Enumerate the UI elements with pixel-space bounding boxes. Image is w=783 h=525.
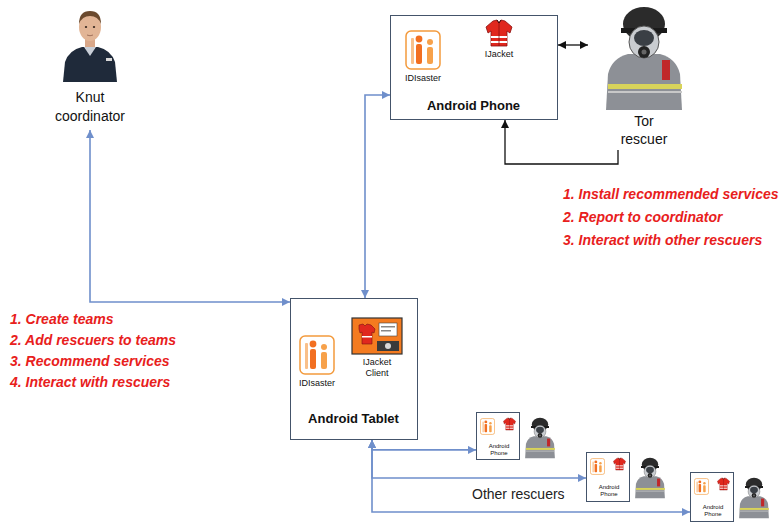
node-label: Android Phone <box>391 98 556 114</box>
icon <box>299 335 335 375</box>
node-label: IDIsaster <box>292 378 342 389</box>
task-item: 3. Recommend services <box>10 353 170 370</box>
connector <box>558 44 588 45</box>
icon <box>483 18 515 48</box>
node-label: Android Tablet <box>291 411 416 427</box>
connector <box>365 95 390 298</box>
icon <box>598 2 690 110</box>
connector <box>372 440 476 450</box>
person-figure: Knut coordinator <box>40 2 140 130</box>
icon <box>405 30 441 70</box>
node-label: Android Phone <box>483 443 515 457</box>
node-label: Tor rescuer <box>614 112 674 148</box>
icon <box>351 317 403 355</box>
rescuer-figure <box>736 474 772 520</box>
node-label: IJacket Client <box>355 357 399 379</box>
icon <box>612 457 627 471</box>
task-item: 1. Create teams <box>10 311 114 328</box>
icon <box>694 478 709 495</box>
rescuer-figure <box>632 454 668 500</box>
connector <box>505 120 618 164</box>
task-item: 3. Interact with other rescuers <box>563 232 762 249</box>
task-item: 4. Interact with rescuers <box>10 374 170 391</box>
task-item: 2. Add rescuers to teams <box>10 332 176 349</box>
icon <box>590 458 605 475</box>
node-label: IDIsaster <box>397 73 449 84</box>
task-item: 1. Install recommended services <box>563 186 779 203</box>
icon <box>480 418 495 435</box>
icon <box>60 2 120 82</box>
icon <box>716 477 731 491</box>
node-label: Android Phone <box>697 504 729 518</box>
group-label: Other rescuers <box>470 486 567 502</box>
node-label: IJacket <box>479 49 519 60</box>
task-item: 2. Report to coordinator <box>563 209 722 226</box>
phone-box: Android Phone <box>476 412 520 460</box>
connector <box>90 130 290 302</box>
person-figure: Tor rescuer <box>588 2 700 150</box>
phone-box: Android Phone <box>690 472 734 522</box>
icon <box>502 417 517 431</box>
tablet-box: IDIsaster IJacket ClientAndroid Tablet <box>290 298 418 440</box>
node-label: Knut coordinator <box>45 88 135 126</box>
node-label: Android Phone <box>593 484 625 498</box>
phone-box: Android Phone <box>586 452 630 502</box>
rescuer-figure <box>522 414 558 460</box>
phone-box: IDIsaster IJacketAndroid Phone <box>390 15 558 120</box>
